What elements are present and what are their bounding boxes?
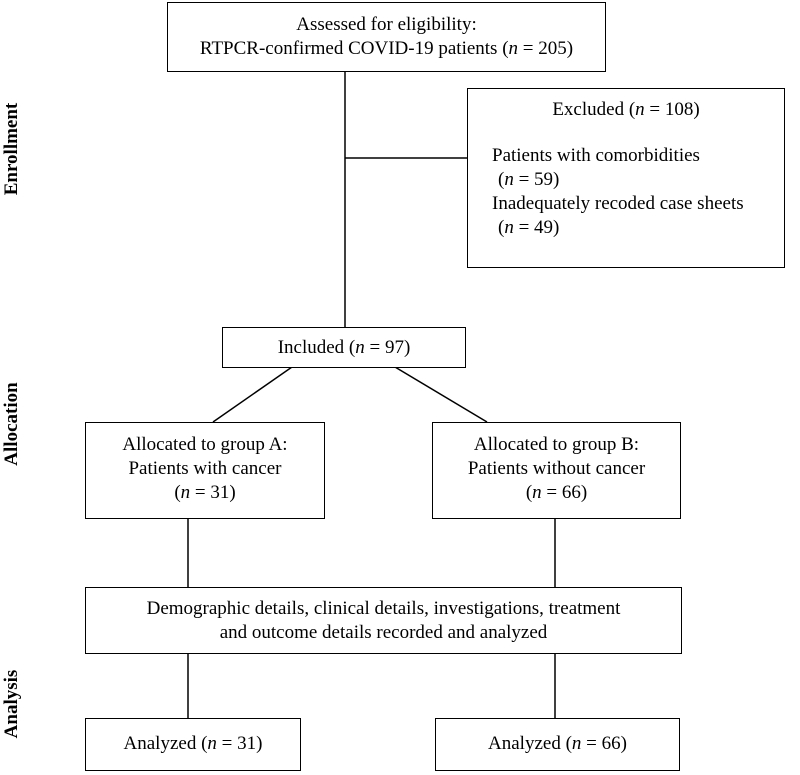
assessed-population: RTPCR-confirmed COVID-19 patients (n = 2…: [199, 38, 574, 59]
excluded-count-comorbidities: (n = 59): [498, 169, 560, 190]
excluded-count-case-sheets: (n = 49): [498, 217, 560, 238]
assessed-title: Assessed for eligibility:: [296, 14, 477, 35]
included-box: Included (n = 97): [222, 327, 466, 368]
included-count: Included (n = 97): [277, 337, 411, 358]
phase-label-enrollment: Enrollment: [1, 102, 22, 196]
excluded-box: Excluded (n = 108) Patients with comorbi…: [467, 88, 785, 268]
group-b-title: Allocated to group B:: [473, 434, 640, 455]
connector-included-to-group-b: [394, 366, 488, 423]
group-a-description: Patients with cancer: [128, 458, 282, 479]
phase-label-allocation: Allocation: [1, 382, 22, 466]
group-a-title: Allocated to group A:: [122, 434, 288, 455]
excluded-reason-case-sheets: Inadequately recoded case sheets: [492, 193, 744, 214]
analyzed-b-count: Analyzed (n = 66): [488, 733, 627, 754]
analyzed-a-count: Analyzed (n = 31): [123, 733, 263, 754]
group-b-count: (n = 66): [525, 482, 588, 503]
group-b-box: Allocated to group B: Patients without c…: [432, 422, 681, 519]
group-a-box: Allocated to group A: Patients with canc…: [85, 422, 325, 519]
analyzed-a-box: Analyzed (n = 31): [85, 718, 301, 771]
assessed-box: Assessed for eligibility: RTPCR-confirme…: [167, 2, 606, 72]
connector-included-to-group-a: [212, 366, 293, 423]
excluded-title: Excluded (n = 108): [552, 99, 700, 120]
excluded-reason-comorbidities: Patients with comorbidities: [492, 145, 700, 166]
analyzed-b-box: Analyzed (n = 66): [435, 718, 680, 771]
recorded-line-2: and outcome details recorded and analyze…: [219, 622, 548, 643]
group-b-description: Patients without cancer: [467, 458, 646, 479]
recorded-box: Demographic details, clinical details, i…: [85, 587, 682, 654]
phase-label-analysis: Analysis: [1, 669, 22, 739]
recorded-line-1: Demographic details, clinical details, i…: [146, 598, 621, 619]
group-a-count: (n = 31): [174, 482, 236, 503]
